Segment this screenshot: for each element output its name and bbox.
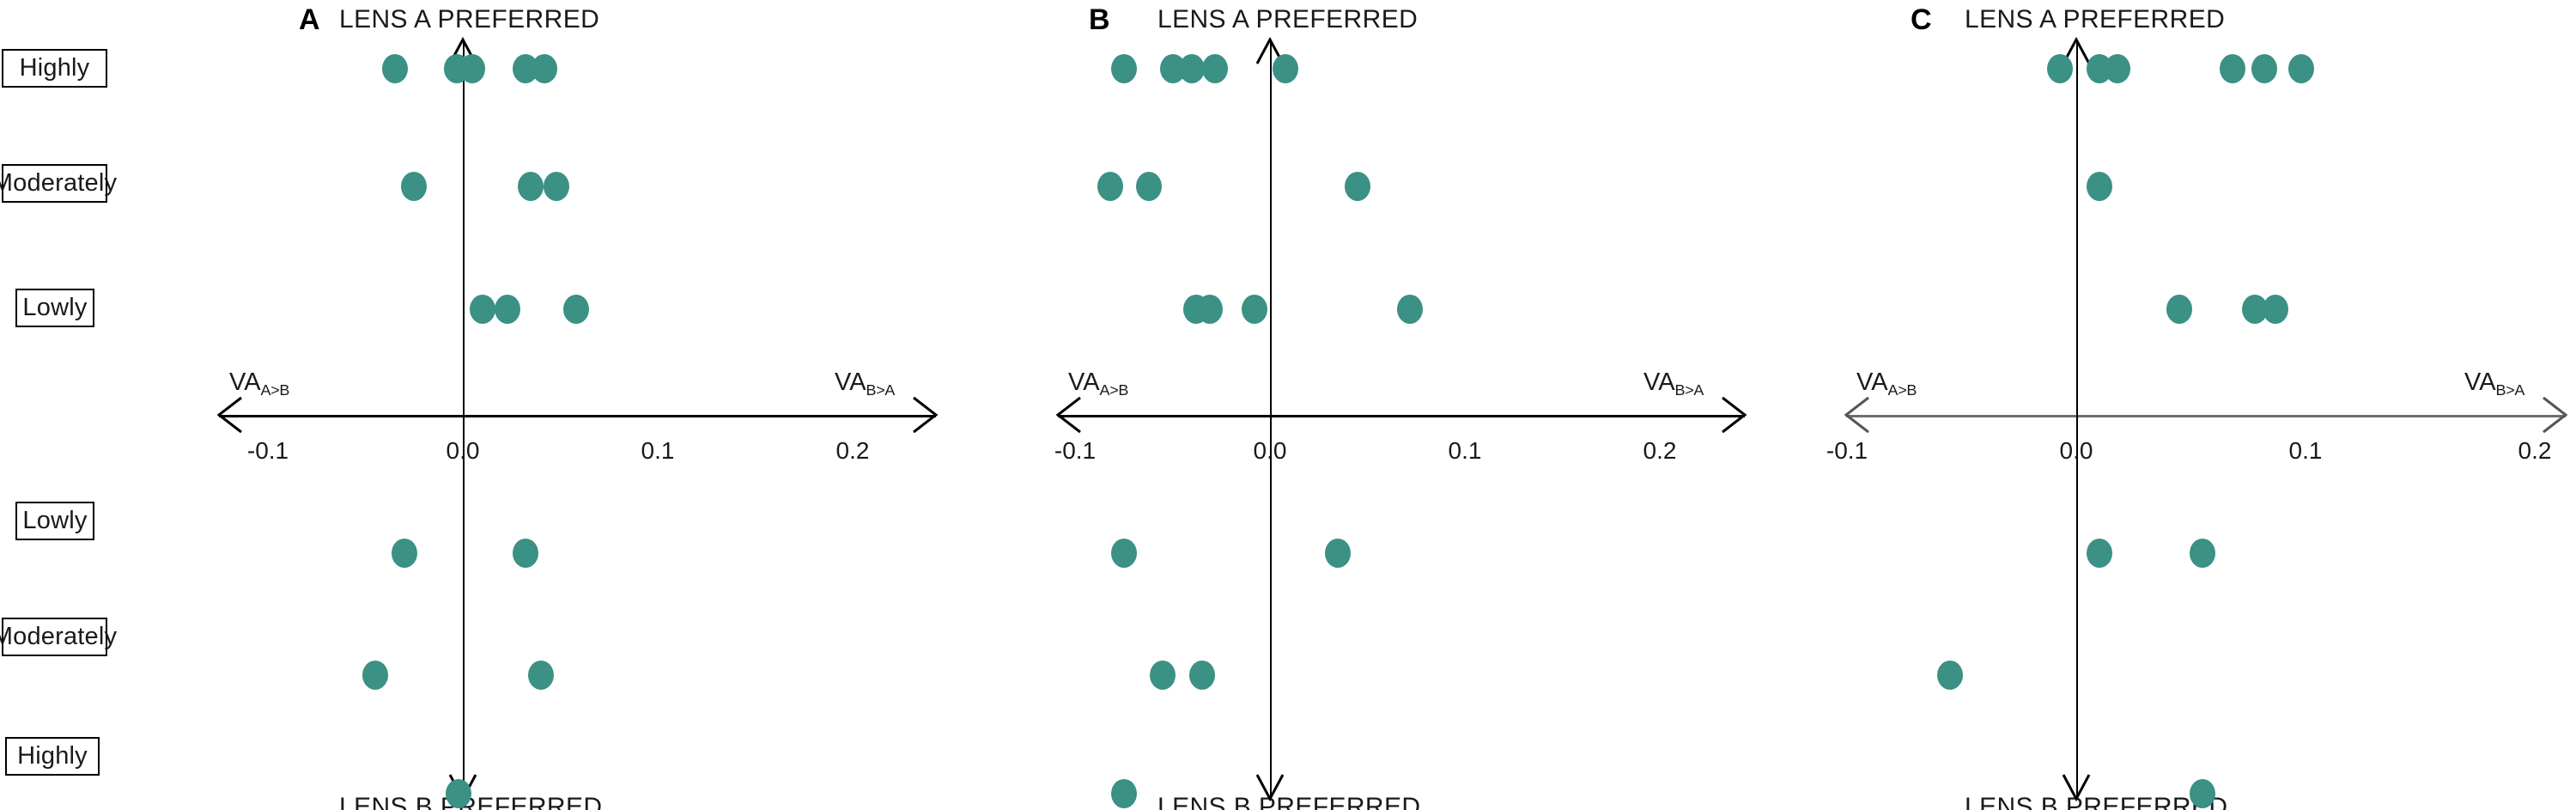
va-a-greater-b-label-A: VAA>B [229,368,289,398]
va-right-text: VA [835,368,866,396]
category-box-lower-highly: Highly [5,737,100,776]
data-point-C-lowly-b-0 [2086,539,2112,568]
y-axis-line-A [463,40,465,799]
va-a-greater-b-label-C: VAA>B [1856,368,1917,398]
data-point-B-moderately-a-2 [1345,172,1371,201]
y-axis-line-C [2076,40,2078,799]
va-right-subscript: B>A [866,381,896,399]
va-left-subscript: A>B [1887,381,1917,399]
category-box-upper-moderately: Moderately [0,164,117,203]
data-point-A-highly-b-0 [446,779,472,808]
x-tick-label-C-2: 0.1 [2288,437,2323,464]
data-point-A-moderately-a-2 [543,172,569,201]
data-point-A-moderately-b-1 [527,661,554,690]
panel-letter-C: C [1911,3,1932,36]
data-point-B-moderately-b-1 [1188,661,1215,690]
data-point-A-lowly-a-0 [469,295,495,324]
data-point-B-highly-a-2 [1179,54,1206,83]
data-point-C-highly-b-0 [2189,779,2215,808]
data-point-C-lowly-b-1 [2189,539,2215,568]
data-point-A-moderately-a-0 [401,172,428,201]
va-b-greater-a-label-A: VAB>A [835,368,895,398]
data-point-B-lowly-b-0 [1110,539,1137,568]
panel-bottom-label-C: LENS B PREFERRED [1965,793,2228,810]
x-tick-label-A-3: 0.2 [835,437,870,464]
x-tick-label-B-3: 0.2 [1643,437,1677,464]
x-tick-label-C-3: 0.2 [2518,437,2552,464]
data-point-C-highly-a-5 [2287,54,2314,83]
data-point-B-highly-b-0 [1110,779,1137,808]
panel-top-label-A: LENS A PREFERRED [339,5,600,33]
data-point-B-moderately-a-1 [1136,172,1163,201]
x-tick-label-B-2: 0.1 [1448,437,1482,464]
va-left-subscript: A>B [1099,381,1129,399]
va-left-text: VA [1856,368,1888,396]
va-right-text: VA [2464,368,2496,396]
panel-top-label-C: LENS A PREFERRED [1965,5,2226,33]
data-point-C-lowly-a-2 [2263,295,2289,324]
category-box-upper-highly: Highly [2,49,107,88]
data-point-A-lowly-b-1 [512,539,538,568]
data-point-C-lowly-a-0 [2166,295,2193,324]
data-point-A-highly-a-4 [532,54,558,83]
x-tick-label-B-0: -0.1 [1054,437,1097,464]
data-point-B-lowly-a-1 [1196,295,1223,324]
data-point-B-lowly-a-2 [1241,295,1267,324]
data-point-B-lowly-a-3 [1397,295,1424,324]
category-box-lower-lowly: Lowly [15,502,94,540]
va-left-subscript: A>B [260,381,290,399]
va-b-greater-a-label-C: VAB>A [2464,368,2524,398]
data-point-B-moderately-b-0 [1150,661,1176,690]
y-axis-line-B [1270,40,1272,799]
data-point-C-highly-a-3 [2219,54,2245,83]
data-point-C-moderately-a-0 [2086,172,2112,201]
data-point-A-lowly-a-2 [562,295,589,324]
va-left-text: VA [1068,368,1100,396]
va-right-text: VA [1643,368,1675,396]
x-tick-label-B-1: 0.0 [1253,437,1287,464]
x-tick-label-C-1: 0.0 [2059,437,2093,464]
data-point-A-lowly-b-0 [391,539,417,568]
panel-bottom-label-A: LENS B PREFERRED [339,793,603,810]
va-right-subscript: B>A [1674,381,1704,399]
x-tick-label-A-2: 0.1 [641,437,675,464]
x-axis-line-A [219,415,936,417]
x-tick-label-A-0: -0.1 [246,437,289,464]
data-point-B-highly-a-4 [1273,54,1299,83]
data-point-C-highly-a-2 [2105,54,2131,83]
data-point-C-highly-a-4 [2251,54,2277,83]
data-point-A-highly-a-0 [381,54,408,83]
va-right-subscript: B>A [2495,381,2525,399]
category-box-upper-lowly: Lowly [15,289,94,327]
panel-top-label-B: LENS A PREFERRED [1157,5,1419,33]
va-b-greater-a-label-B: VAB>A [1643,368,1704,398]
category-box-lower-moderately: Moderately [0,618,117,656]
panel-letter-A: A [299,3,320,36]
data-point-A-moderately-b-0 [361,661,388,690]
data-point-A-lowly-a-1 [495,295,521,324]
data-point-C-moderately-b-0 [1937,661,1964,690]
x-axis-line-C [1846,415,2566,417]
panel-bottom-label-B: LENS B PREFERRED [1157,793,1421,810]
data-point-A-moderately-a-1 [518,172,544,201]
data-point-B-highly-a-0 [1110,54,1137,83]
data-point-A-highly-a-2 [459,54,486,83]
data-point-B-highly-a-3 [1202,54,1229,83]
data-point-B-moderately-a-0 [1097,172,1123,201]
va-a-greater-b-label-B: VAA>B [1068,368,1128,398]
x-tick-label-A-1: 0.0 [446,437,480,464]
x-axis-line-B [1058,415,1745,417]
x-tick-label-C-0: -0.1 [1826,437,1868,464]
panel-letter-B: B [1089,3,1110,36]
data-point-C-highly-a-0 [2047,54,2074,83]
data-point-B-lowly-b-1 [1325,539,1352,568]
va-left-text: VA [229,368,261,396]
